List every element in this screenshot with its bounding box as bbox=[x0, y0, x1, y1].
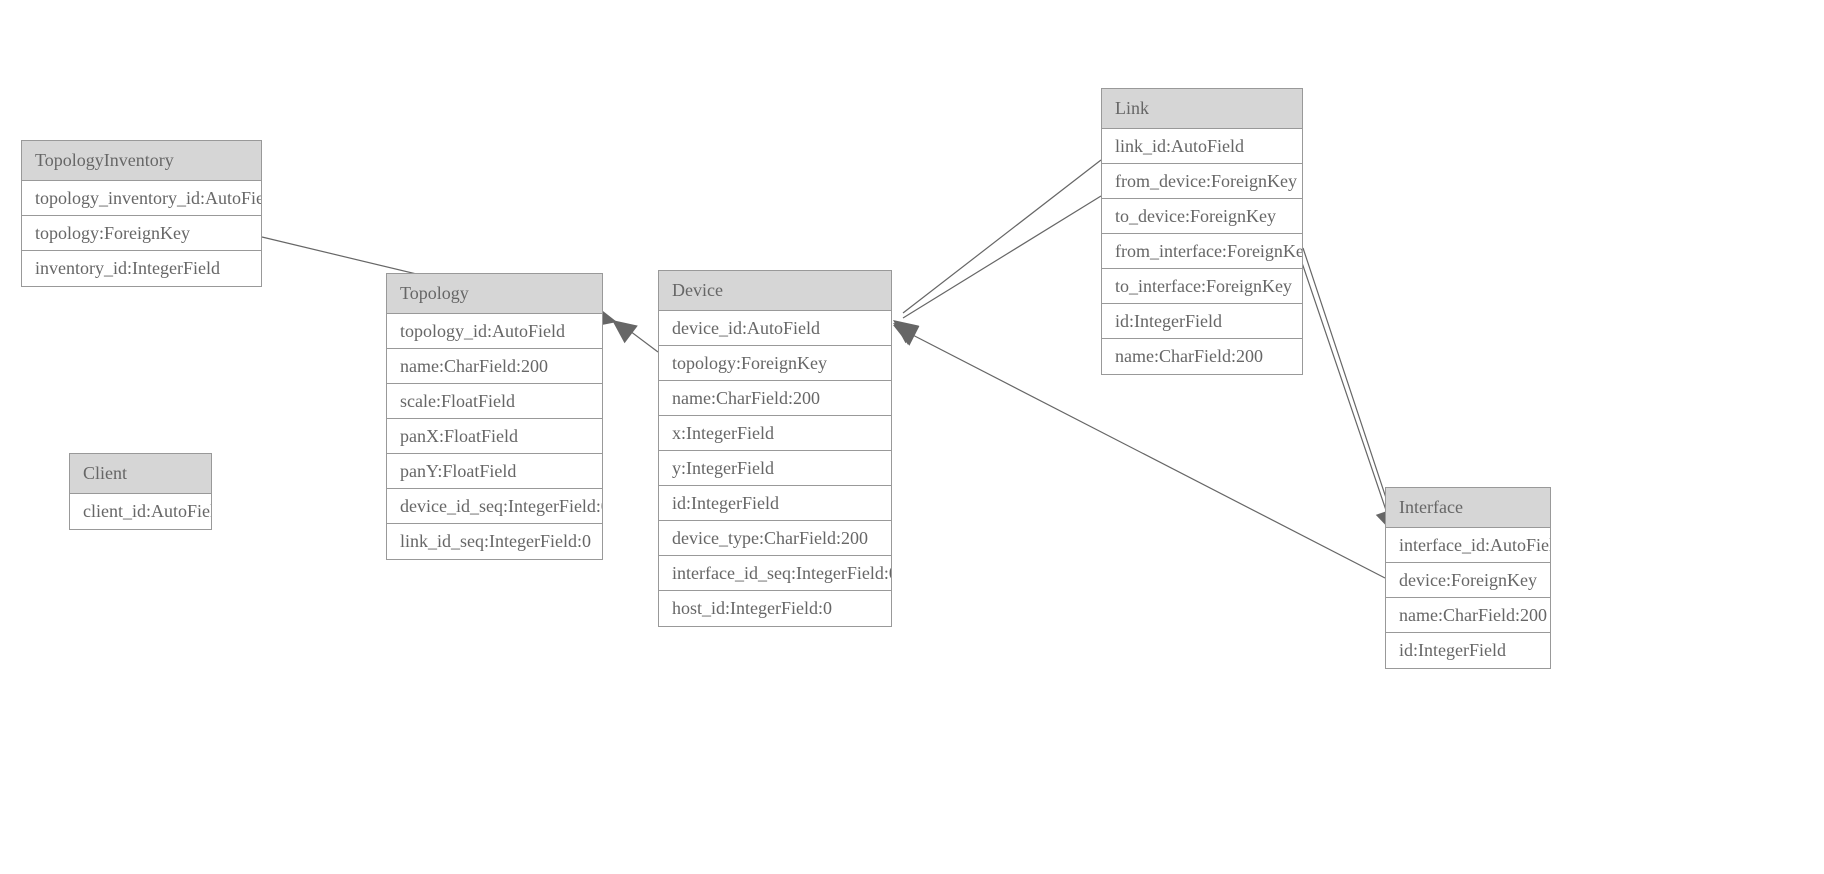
entity-field[interactable]: id:IntegerField bbox=[1399, 640, 1506, 660]
entity-field[interactable]: to_interface:ForeignKey bbox=[1102, 269, 1302, 304]
entity-field[interactable]: id:IntegerField bbox=[1102, 304, 1302, 339]
relationship-line bbox=[1296, 247, 1392, 526]
entity-field[interactable]: device_id:AutoField bbox=[659, 311, 891, 346]
entity-title-device: Device bbox=[659, 271, 891, 311]
entity-title-link: Link bbox=[1102, 89, 1302, 129]
relationship-line bbox=[902, 195, 1102, 319]
entity-field[interactable]: name:CharField:200 bbox=[1386, 598, 1550, 633]
relationship-arrowhead bbox=[893, 323, 920, 345]
entity-client[interactable]: Client client_id:AutoField bbox=[69, 453, 212, 530]
entity-field[interactable]: link_id:AutoField bbox=[1102, 129, 1302, 164]
entity-field[interactable]: name:CharField:200 bbox=[1115, 346, 1263, 366]
entity-field[interactable]: panX:FloatField bbox=[387, 419, 602, 454]
entity-field[interactable]: from_device:ForeignKey bbox=[1102, 164, 1302, 199]
entity-field[interactable]: device:ForeignKey bbox=[1386, 563, 1550, 598]
entity-field[interactable]: interface_id:AutoField bbox=[1386, 528, 1550, 563]
relationship-line bbox=[1302, 247, 1396, 526]
entity-field[interactable]: host_id:IntegerField:0 bbox=[672, 598, 832, 618]
relationship-arrowhead bbox=[612, 320, 638, 344]
entity-field[interactable]: topology:ForeignKey bbox=[22, 216, 261, 251]
entity-field[interactable]: x:IntegerField bbox=[659, 416, 891, 451]
entity-field[interactable]: topology:ForeignKey bbox=[659, 346, 891, 381]
entity-field[interactable]: id:IntegerField bbox=[659, 486, 891, 521]
entity-field[interactable]: to_device:ForeignKey bbox=[1102, 199, 1302, 234]
entity-field[interactable]: inventory_id:IntegerField bbox=[35, 258, 220, 278]
entity-field[interactable]: name:CharField:200 bbox=[659, 381, 891, 416]
relationship-link-from-device bbox=[893, 159, 1102, 344]
entity-title-interface: Interface bbox=[1386, 488, 1550, 528]
entity-field[interactable]: panY:FloatField bbox=[387, 454, 602, 489]
entity-field[interactable]: device_type:CharField:200 bbox=[659, 521, 891, 556]
relationship-device-topology bbox=[612, 320, 659, 353]
entity-field[interactable]: topology_inventory_id:AutoField bbox=[22, 181, 261, 216]
entity-field[interactable]: device_id_seq:IntegerField:0 bbox=[387, 489, 602, 524]
entity-title-client: Client bbox=[70, 454, 211, 494]
relationship-link-to-device bbox=[893, 195, 1102, 345]
entity-field[interactable]: link_id_seq:IntegerField:0 bbox=[400, 531, 591, 551]
entity-field[interactable]: from_interface:ForeignKey bbox=[1102, 234, 1302, 269]
relationship-line bbox=[902, 159, 1102, 314]
relationship-line bbox=[621, 324, 659, 353]
entity-title-topology_inventory: TopologyInventory bbox=[22, 141, 261, 181]
entity-title-topology: Topology bbox=[387, 274, 602, 314]
entity-field[interactable]: scale:FloatField bbox=[387, 384, 602, 419]
entity-field[interactable]: client_id:AutoField bbox=[83, 501, 211, 521]
entity-field[interactable]: interface_id_seq:IntegerField:0 bbox=[659, 556, 891, 591]
relationship-arrowhead bbox=[893, 325, 920, 346]
entity-field[interactable]: topology_id:AutoField bbox=[387, 314, 602, 349]
entity-fields-client: client_id:AutoField bbox=[70, 494, 211, 529]
entity-field[interactable]: y:IntegerField bbox=[659, 451, 891, 486]
entity-field[interactable]: name:CharField:200 bbox=[387, 349, 602, 384]
